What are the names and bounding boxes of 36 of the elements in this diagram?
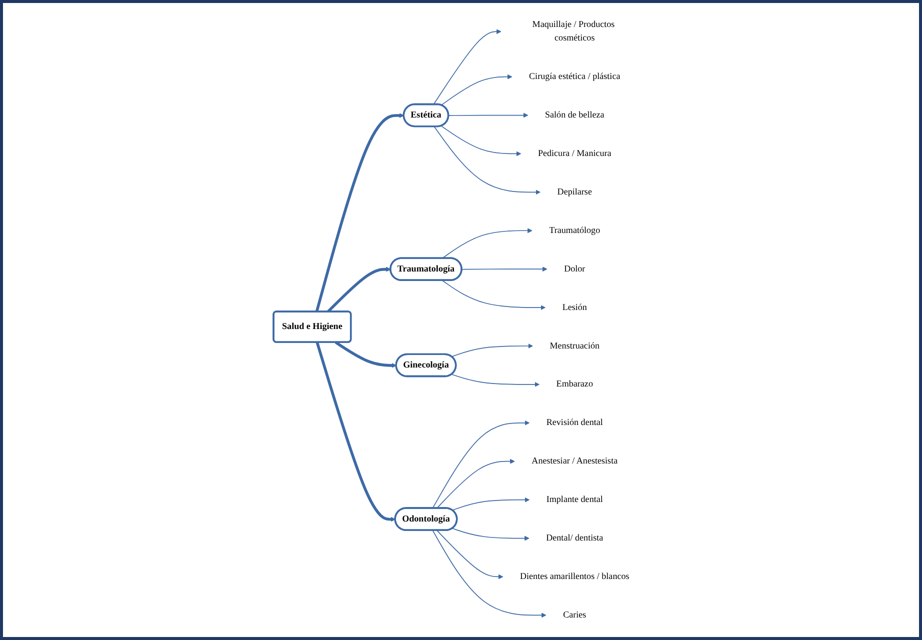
- node-text: Cirugía estética / plástica: [529, 72, 620, 82]
- arrow: [440, 126, 522, 156]
- node-text: Revisión dental: [546, 418, 604, 428]
- arrow: [451, 374, 540, 387]
- arrow: [440, 74, 512, 106]
- node-text: Lesión: [562, 302, 588, 312]
- node-text: Anestesiar / Anestesista: [532, 456, 618, 466]
- node-text: Pedicura / Manicura: [538, 148, 612, 158]
- node-text: Dolor: [564, 264, 586, 274]
- node-text: Maquillaje / Productos cosméticos: [532, 20, 615, 43]
- node-text: Embarazo: [556, 379, 594, 389]
- arrow: [335, 341, 397, 368]
- node-text: Dental/ dentista: [546, 533, 604, 543]
- node-text: Caries: [563, 610, 586, 620]
- arrow: [451, 344, 534, 358]
- node-text: Depilarse: [557, 187, 592, 197]
- arrow: [315, 113, 404, 312]
- arrow: [442, 280, 546, 310]
- arrow: [436, 530, 504, 580]
- arrow: [436, 458, 516, 509]
- arrow: [462, 266, 548, 272]
- node-text: Dientes amarillentos / blancos: [520, 572, 630, 582]
- arrow: [432, 530, 546, 618]
- arrow: [327, 266, 392, 313]
- arrow: [434, 126, 541, 195]
- arrow: [452, 528, 530, 541]
- arrow: [316, 342, 396, 522]
- node-text: Traumatólogo: [549, 226, 600, 236]
- node-text: Menstruación: [550, 340, 600, 351]
- arrow: [452, 497, 530, 511]
- arrow: [442, 228, 533, 259]
- arrow: [432, 420, 530, 509]
- arrow: [448, 112, 528, 118]
- node-text: Salón de belleza: [545, 110, 604, 120]
- node-text: Implante dental: [546, 494, 604, 504]
- arrow: [433, 29, 502, 105]
